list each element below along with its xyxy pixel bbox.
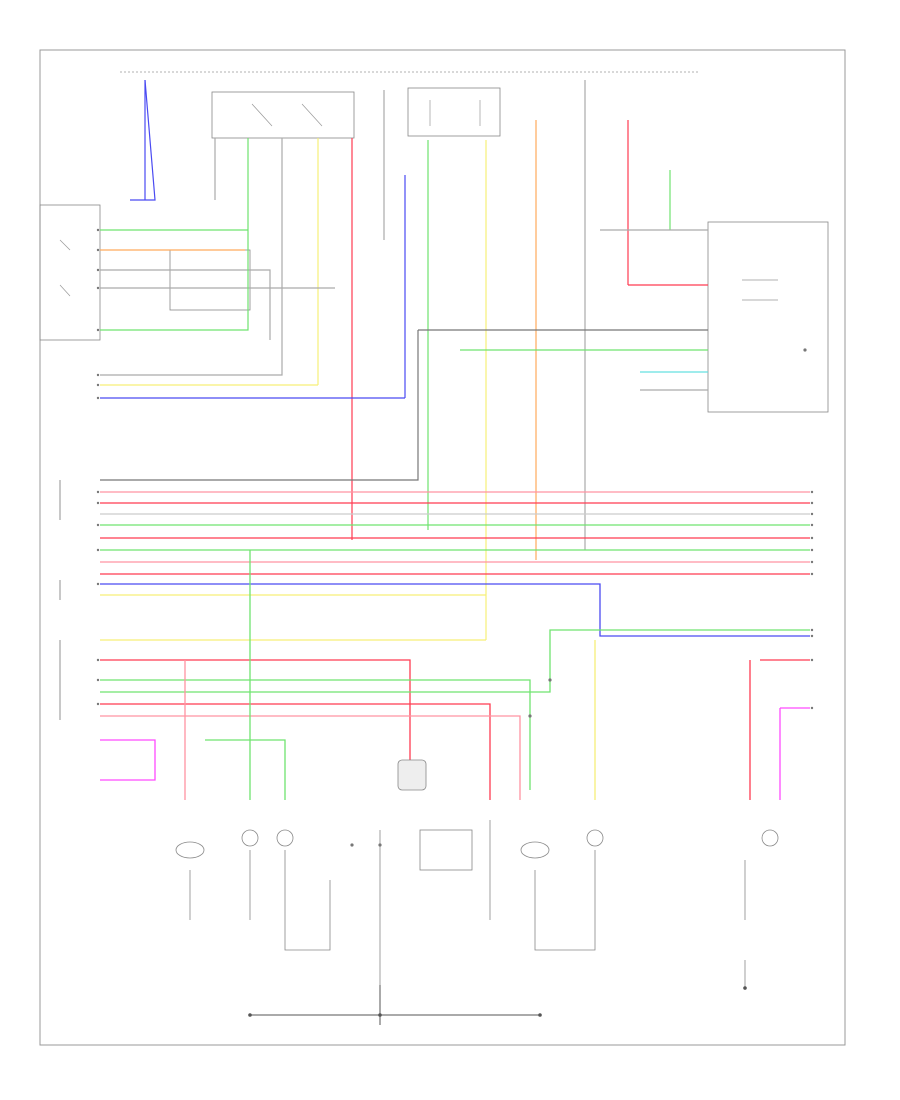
ground-points — [248, 986, 747, 1017]
license-lamp-box — [397, 759, 427, 791]
left-stop-lamp — [241, 829, 259, 847]
headlamp-relay-box — [707, 221, 829, 413]
connector-pins-left — [96, 228, 100, 706]
top-components — [39, 87, 829, 413]
horizontal-runs — [100, 79, 708, 481]
switch-contacts — [59, 100, 778, 301]
lamp-assemblies — [175, 759, 779, 871]
right-stop-lamp — [586, 829, 604, 847]
combination-switch-box — [211, 91, 355, 139]
main-harness — [100, 491, 810, 641]
splice-points — [350, 348, 807, 847]
diagram-border — [39, 49, 846, 1046]
light-switch-box — [169, 249, 251, 311]
connector-pins-right — [810, 490, 814, 710]
left-turn-lamp — [276, 829, 294, 847]
left-switch-box — [39, 204, 101, 341]
left-tail-lamp — [175, 841, 205, 859]
relay-box — [407, 87, 501, 137]
lower-harness — [100, 550, 810, 800]
vertical-drops — [144, 80, 671, 640]
side-marker-lamp — [761, 829, 779, 847]
center-stop-box — [419, 829, 473, 871]
ground-paths — [189, 820, 746, 1025]
right-tail-lamp — [520, 841, 550, 859]
